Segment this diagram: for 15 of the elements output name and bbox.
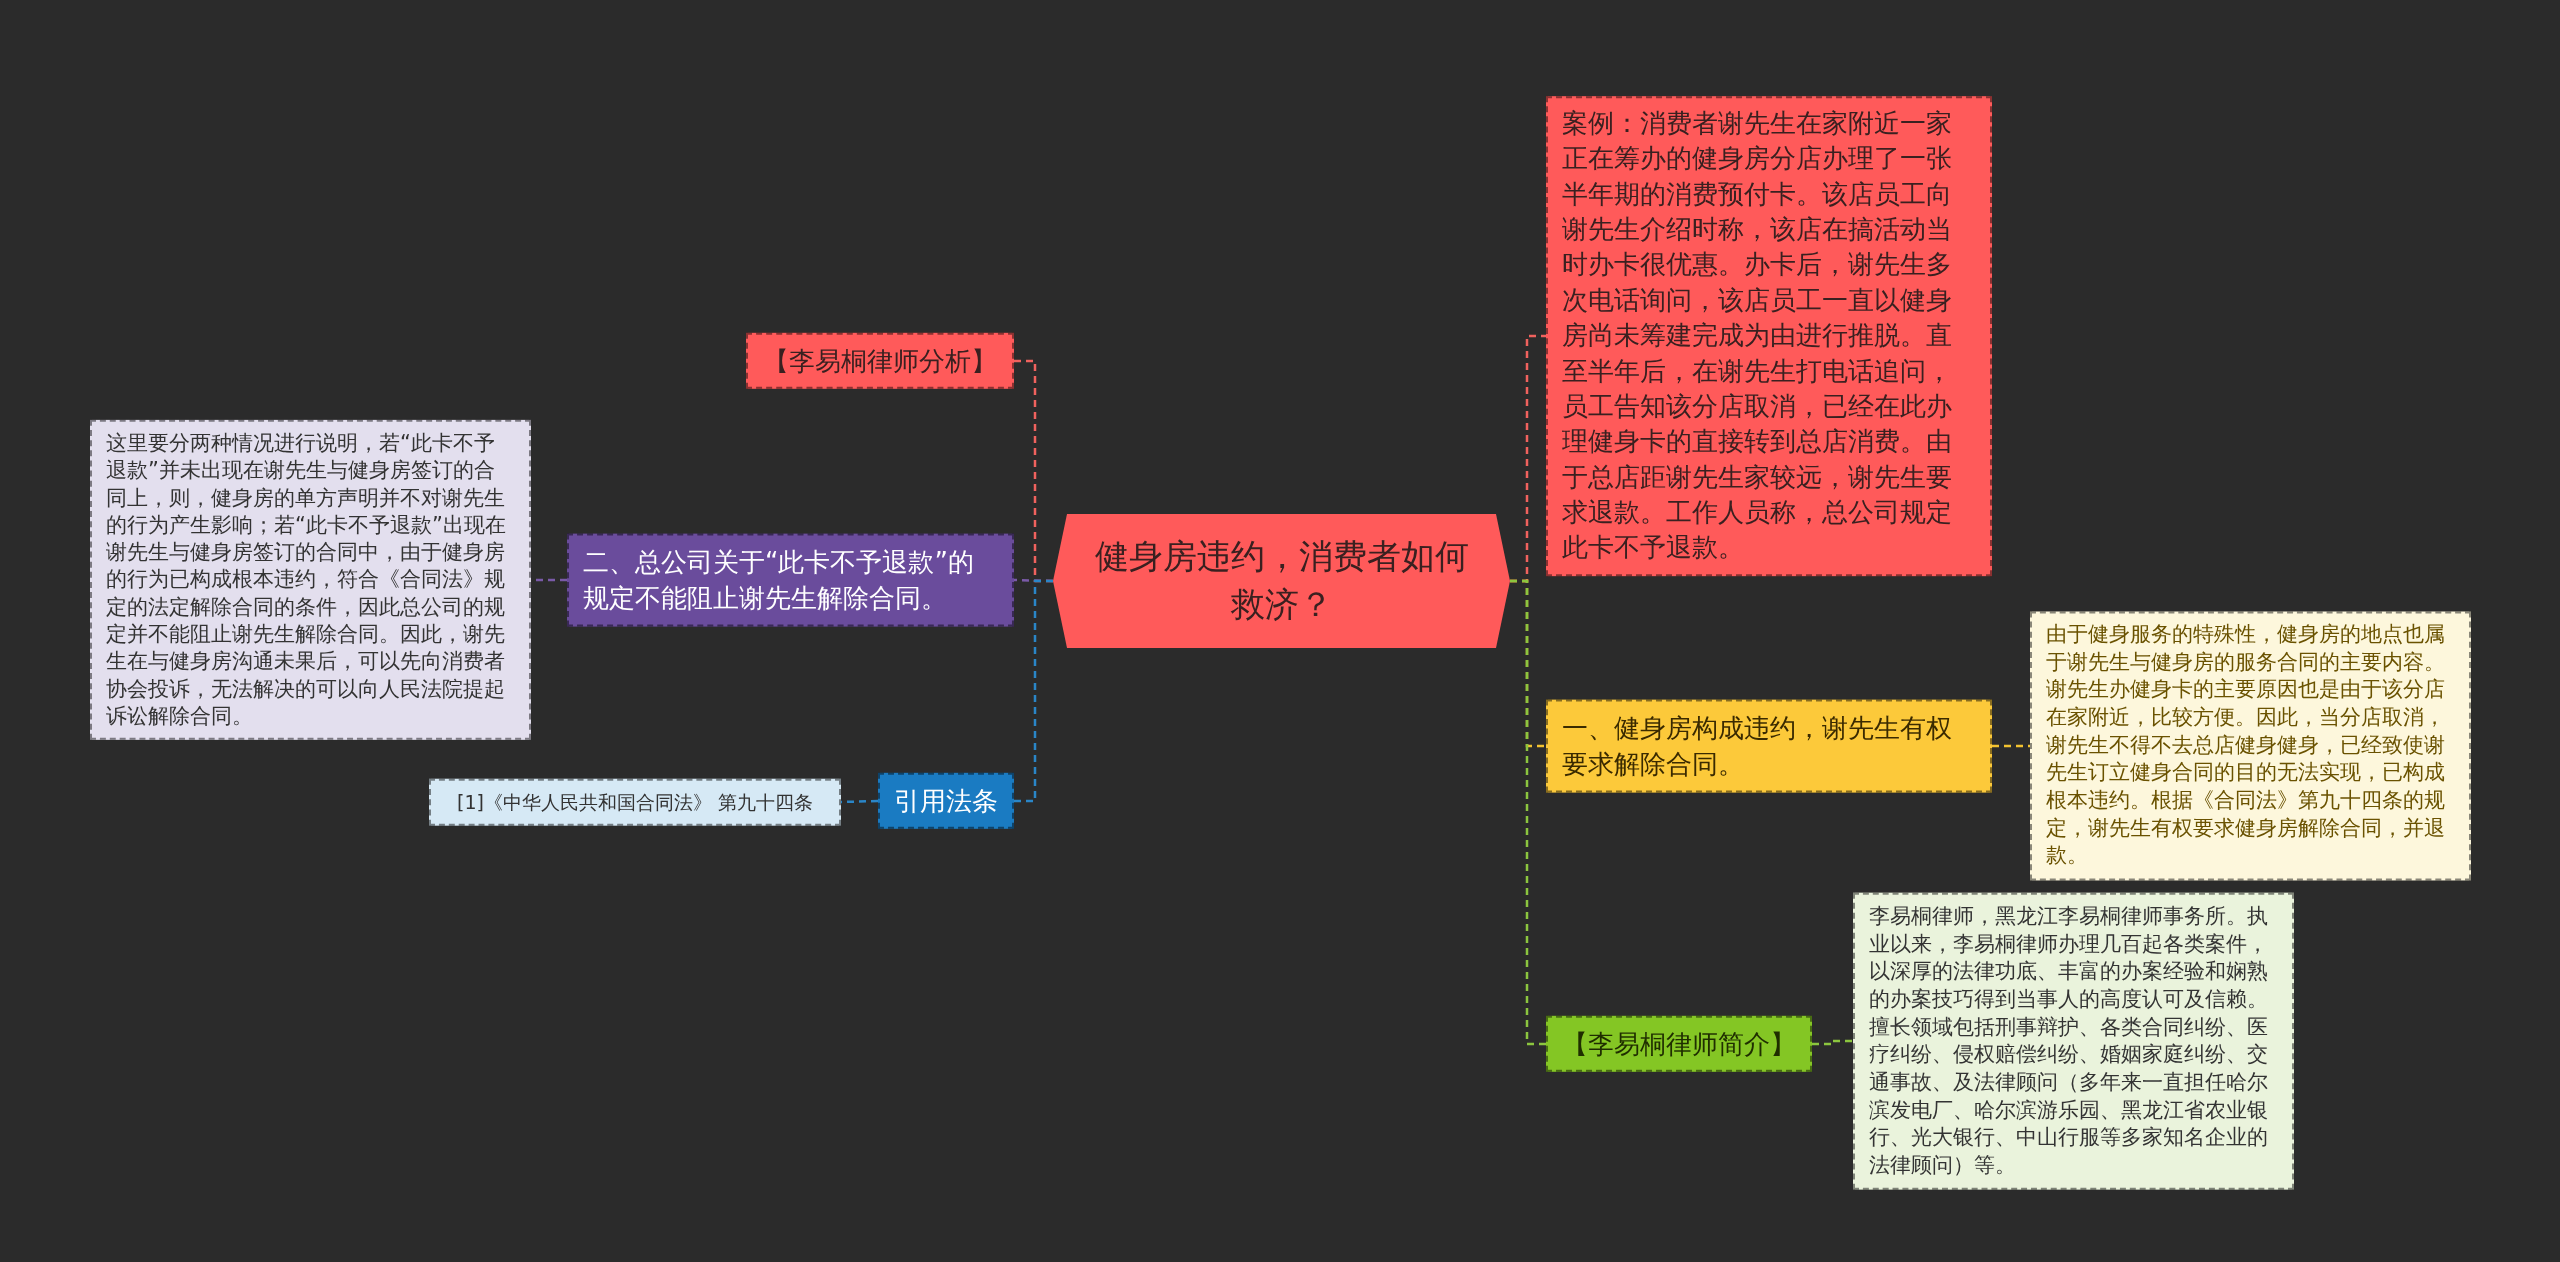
branch-box: 【李易桐律师简介】: [1546, 1015, 1812, 1073]
branch-box: 引用法条: [878, 772, 1014, 830]
case-box: 案例：消费者谢先生在家附近一家正在筹办的健身房分店办理了一张半年期的消费预付卡。该店员工向谢先生介绍时称，该店在搞活动当时办卡很优惠。办卡后，谢先生多次电话询问，该店员工一直以健身房尚未筹建完成为由进行推脱。直至半年后，在谢先生打电话追问，员工告知该分店取消，已经在此办理健身卡的直接转到总店消费。由于总店距谢先生家较远，谢先生要求退款。工作人员称，总公司规定此卡不予退款。: [1546, 96, 1992, 576]
branch-box: 一、健身房构成违约，谢先生有权要求解除合同。: [1546, 699, 1992, 793]
connector-line: [1992, 744, 2030, 748]
note-box: [1]《中华人民共和国合同法》 第九十四条: [429, 778, 841, 826]
branch-box: 二、总公司关于“此卡不予退款”的规定不能阻止谢先生解除合同。: [567, 533, 1014, 627]
note-box: 李易桐律师，黑龙江李易桐律师事务所。执业以来，李易桐律师办理几百起各类案件，以深厚的法律功底、丰富的办案经验和娴熟的办案技巧得到当事人的高度认可及信赖。擅长领域包括刑事辩护、各类合同纠纷、医疗纠纷、侵权赔偿纠纷、婚姻家庭纠纷、交通事故、及法律顾问（多年来一直担任哈尔滨发电厂、哈尔滨游乐园、黑龙江省农业银行、光大银行、中山行服等多家知名企业的法律顾问）等。: [1853, 892, 2294, 1190]
connector-line: [1014, 579, 1053, 803]
note-box: 这里要分两种情况进行说明，若“此卡不予退款”并未出现在谢先生与健身房签订的合同上，则，健身房的单方声明并不对谢先生的行为产生影响；若“此卡不予退款”出现在谢先生与健身房签订的合同中，由于健身房的行为已构成根本违约，符合《合同法》规定的法定解除合同的条件，因此总公司的规定并不能阻止谢先生解除合同。因此，谢先生在与健身房沟通未果后，可以先向消费者协会投诉，无法解决的可以向人民法院提起诉讼解除合同。: [90, 419, 531, 741]
topic-hexagon: 健身房违约，消费者如何救济？: [1053, 514, 1510, 648]
branch-box: 【李易桐律师分析】: [746, 332, 1014, 390]
connector-line: [1510, 579, 1546, 1046]
note-box: 由于健身服务的特殊性，健身房的地点也属于谢先生与健身房的服务合同的主要内容。谢先生办健身卡的主要原因也是由于该分店在家附近，比较方便。因此，当分店取消，谢先生不得不去总店健身健身，已经致使谢先生订立健身合同的目的无法实现，已构成根本违约。根据《合同法》第九十四条的规定，谢先生有权要求健身房解除合同，并退款。: [2030, 611, 2471, 881]
connector-line: [1812, 1039, 1853, 1046]
